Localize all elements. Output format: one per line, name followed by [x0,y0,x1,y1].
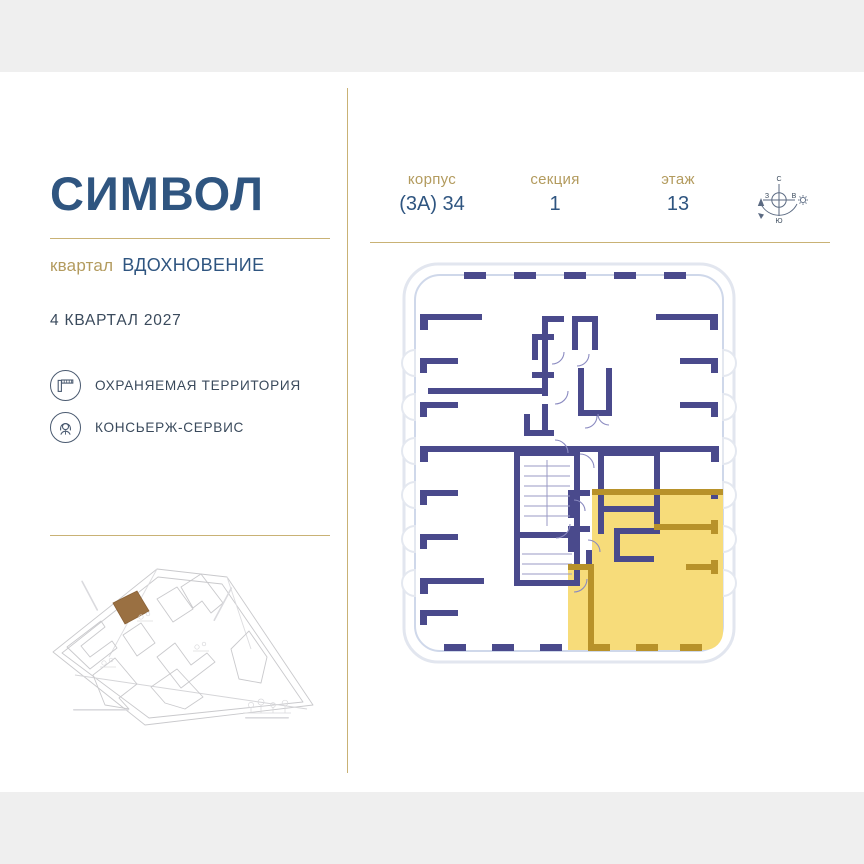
divider-under-title [50,238,330,239]
barrier-gate-icon [50,370,81,401]
korpus-value: (3А) 34 [399,193,465,215]
compass-south: Ю [775,218,782,225]
unit-info-row: корпус (3А) 34 секция 1 этаж 13 [370,170,830,242]
facade-outer [402,262,736,664]
right-column: корпус (3А) 34 секция 1 этаж 13 [370,72,830,792]
balcony-bumps-left [401,348,416,598]
compass-rose: С Ю З В [748,174,812,234]
feature-guarded-territory: ОХРАНЯЕМАЯ ТЕРРИТОРИЯ [50,370,301,401]
vertical-divider [347,88,348,773]
compass-north: С [776,176,781,183]
feature-label: ОХРАНЯЕМАЯ ТЕРРИТОРИЯ [95,378,301,393]
divider-above-sitemap [50,535,330,536]
sun-icon [798,195,808,205]
facade-piers-top [464,272,686,279]
floor-plan[interactable] [392,254,812,674]
highlighted-apartment[interactable] [568,493,723,650]
feature-label: КОНСЬЕРЖ-СЕРВИС [95,420,245,435]
info-korpus: корпус (3А) 34 [372,170,492,219]
compass-west: З [765,193,769,200]
info-sektsiya: секция 1 [495,170,615,219]
sektsiya-caption: секция [530,171,580,188]
korpus-caption: корпус [407,171,457,188]
balcony-bumps-right [722,348,737,598]
quarter-label: квартал [50,256,114,275]
info-etazh: этаж 13 [623,170,733,219]
document-card: СИМВОЛ квартал ВДОХНОВЕНИЕ 4 КВАРТАЛ 2027… [0,72,864,792]
quarter-name: ВДОХНОВЕНИЕ [122,255,265,275]
facade-piers-bottom [444,644,702,651]
left-column: СИМВОЛ квартал ВДОХНОВЕНИЕ 4 КВАРТАЛ 2027… [50,72,330,792]
etazh-value: 13 [666,193,690,215]
compass-east: В [792,193,797,200]
door-swings [551,351,610,593]
quarter-line: квартал ВДОХНОВЕНИЕ [50,254,265,277]
page-title: СИМВОЛ [50,167,265,220]
divider-under-info [370,242,830,243]
apartment-walls [568,489,723,646]
etazh-caption: этаж [661,171,695,188]
sitemap[interactable] [45,557,345,737]
concierge-person-icon [50,412,81,443]
completion-deadline: 4 КВАРТАЛ 2027 [50,312,182,329]
feature-concierge-service: КОНСЬЕРЖ-СЕРВИС [50,412,244,443]
sektsiya-value: 1 [549,193,561,215]
